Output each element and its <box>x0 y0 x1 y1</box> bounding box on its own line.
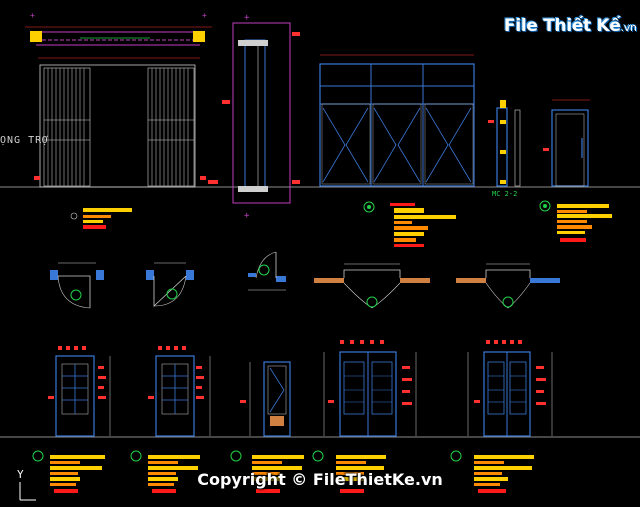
gate-elevation <box>34 57 206 188</box>
ucs-axis-icon <box>19 482 36 501</box>
legend-block-bottom-3 <box>230 450 304 493</box>
folding-door-elevation <box>319 54 475 187</box>
door-elevation-4 <box>323 340 417 437</box>
door-plan-5 <box>456 263 560 309</box>
watermark-copyright: Copyright © FileThietKe.vn <box>197 470 443 489</box>
watermark-logo-domain: .vn <box>620 21 637 34</box>
legend-block-bottom-2 <box>130 450 200 493</box>
legend-block-1 <box>70 208 132 229</box>
svg-text:+: + <box>244 211 250 221</box>
door-plan-3 <box>248 251 286 291</box>
door-elevation-5 <box>467 340 553 437</box>
legend-block-bottom-5 <box>450 450 534 493</box>
door-plan-4 <box>314 263 430 309</box>
left-edge-label: ỌNG TRỢ <box>0 135 50 146</box>
legend-block-3 <box>539 200 612 242</box>
svg-text:+: + <box>202 11 207 20</box>
svg-text:+: + <box>244 13 250 23</box>
legend-block-bottom-1 <box>32 450 105 493</box>
door-elevation-1 <box>48 346 111 437</box>
column-section: + + <box>208 13 300 221</box>
watermark-logo-text: File Thiết Kế <box>504 16 621 36</box>
svg-text:MC 2-2: MC 2-2 <box>492 190 517 198</box>
door-plan-2 <box>146 262 194 307</box>
axis-y-label: Y <box>17 468 24 481</box>
single-door-elevation <box>543 99 590 187</box>
svg-text:+: + <box>30 11 35 20</box>
door-elevation-2 <box>148 346 211 437</box>
door-jamb-section: MC 2-2 <box>488 100 521 198</box>
door-plan-1 <box>50 262 104 309</box>
gate-plan-strip: + + <box>25 11 212 46</box>
legend-block-bottom-4 <box>312 450 386 493</box>
watermark-logo: File Thiết Kế.vn <box>500 14 637 42</box>
legend-block-2 <box>363 201 456 247</box>
door-elevation-3 <box>240 361 291 437</box>
